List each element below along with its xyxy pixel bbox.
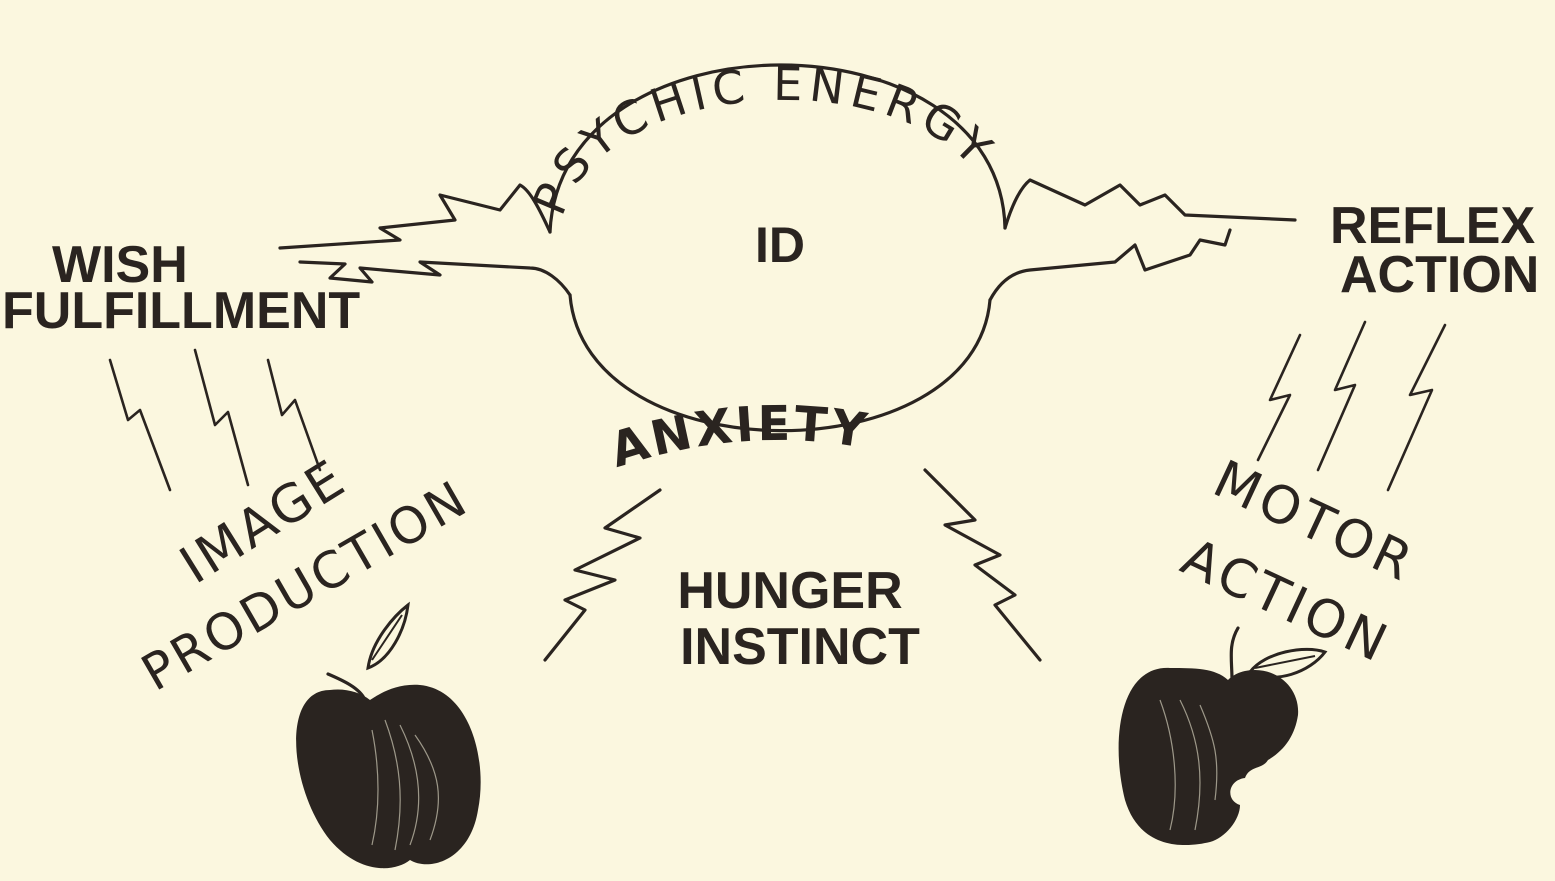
lightning-bolt-icon	[545, 490, 660, 660]
lightning-bolt-icon	[1258, 322, 1445, 490]
instinct-label: INSTINCT	[680, 618, 920, 676]
apple-icon	[296, 605, 481, 868]
hunger-label: HUNGER	[677, 562, 902, 620]
psychic-energy-label: PSYCHIC ENERGY	[522, 57, 1006, 222]
lightning-bolt-icon	[925, 470, 1040, 660]
lightning-bolt-icon	[110, 350, 320, 490]
anxiety-label: ANXIETY	[604, 396, 873, 479]
fulfillment-label: FULFILLMENT	[2, 282, 360, 340]
bitten-apple-icon	[1119, 628, 1325, 845]
id-label: ID	[755, 217, 805, 273]
lightning-bolt-icon	[990, 180, 1295, 300]
action-label: ACTION	[1340, 246, 1539, 304]
